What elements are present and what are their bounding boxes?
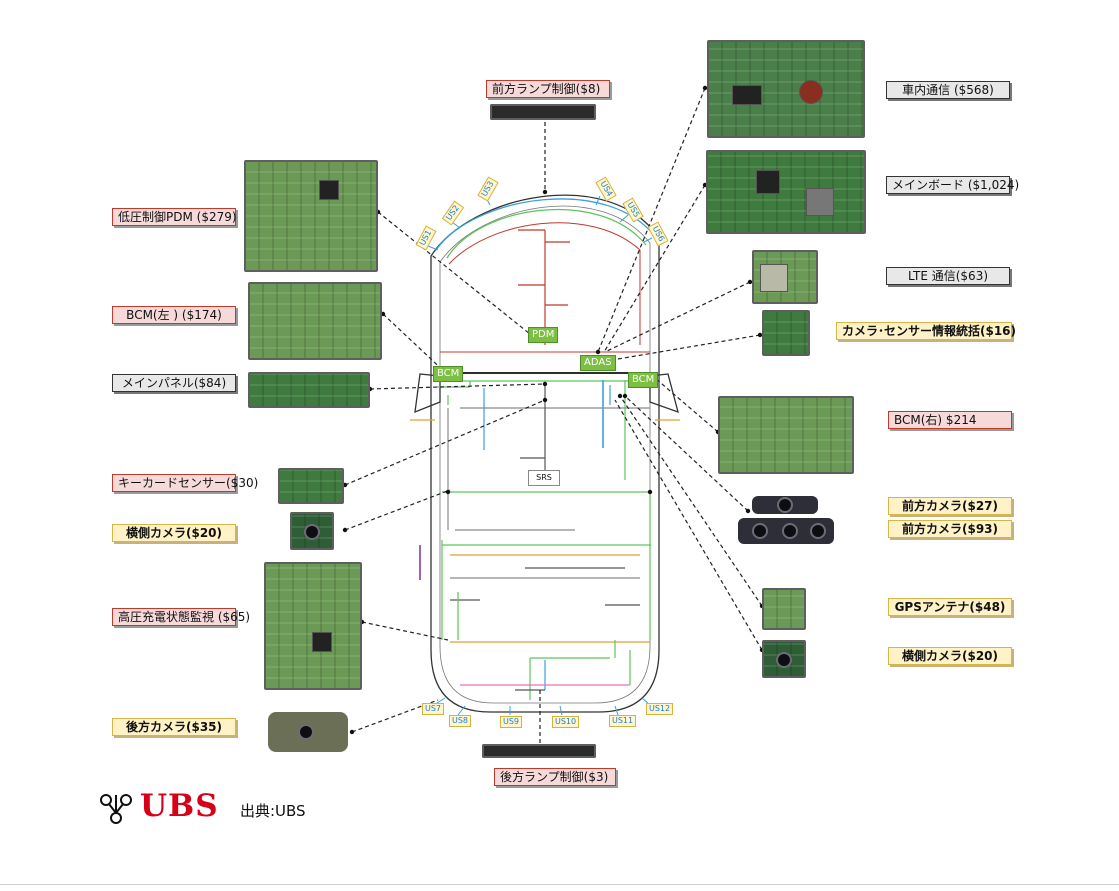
ubs-logo-text: UBS — [140, 788, 219, 824]
in-vehicle-comm-board-image — [707, 40, 865, 138]
bottom-divider — [0, 884, 1119, 885]
wire-harness — [410, 229, 680, 700]
camera-lens-icon — [304, 524, 320, 540]
front-lamp-module-image — [490, 104, 596, 120]
chip-icon — [799, 80, 823, 104]
camera-lens-icon — [810, 523, 826, 539]
vehicle-body-outline — [414, 194, 679, 713]
camera-sensor-fusion-board-image — [762, 310, 810, 356]
label-rear-camera: 後方カメラ($35) — [112, 718, 236, 736]
lte-module-image — [752, 250, 818, 304]
front-camera-1-image — [752, 496, 818, 514]
label-in-vehicle-comm: 車内通信 ($568) — [886, 81, 1010, 99]
leader-dots — [342, 85, 765, 735]
ecu-adas: ADAS — [580, 355, 616, 371]
label-gps-antenna: GPSアンテナ($48) — [888, 598, 1012, 616]
sensor-us10: US10 — [552, 716, 580, 728]
label-side-camera-right: 横側カメラ($20) — [888, 647, 1012, 665]
sensor-us7: US7 — [422, 703, 445, 715]
label-lte-comm: LTE 通信($63) — [886, 267, 1010, 285]
camera-lens-icon — [752, 523, 768, 539]
side-camera-left-image — [290, 512, 334, 550]
sensor-us9: US9 — [500, 716, 523, 728]
wire-front-arc-red — [448, 222, 641, 345]
camera-lens-icon — [298, 724, 314, 740]
sensor-stubs — [427, 195, 653, 716]
rear-camera-image — [268, 712, 348, 752]
key-card-sensor-image — [278, 468, 344, 504]
wire-front-arc-green — [446, 208, 647, 259]
label-front-camera-2: 前方カメラ($93) — [888, 520, 1012, 538]
low-voltage-pdm-board-image — [244, 160, 378, 272]
ecu-bcm-right: BCM — [628, 372, 659, 388]
ubs-keys-logo-icon — [100, 794, 132, 824]
chip-icon — [312, 632, 332, 652]
leader-lines — [344, 87, 763, 745]
sensor-us12: US12 — [646, 703, 674, 715]
label-hv-charge-monitor: 高圧充電状態監視 ($65) — [112, 608, 250, 626]
ecu-srs: SRS — [528, 470, 560, 486]
gps-antenna-image — [762, 588, 806, 630]
main-panel-board-image — [248, 372, 370, 408]
label-side-camera-left: 横側カメラ($20) — [112, 524, 236, 542]
label-rear-lamp-control: 後方ランプ制御($3) — [494, 768, 616, 786]
chip-icon — [319, 180, 339, 200]
camera-lens-icon — [782, 523, 798, 539]
source-caption: 出典:UBS — [240, 802, 306, 820]
camera-lens-icon — [777, 497, 793, 513]
chip-icon — [760, 264, 788, 292]
chip-icon — [756, 170, 780, 194]
label-bcm-left: BCM(左 ) ($174) — [112, 306, 236, 324]
rear-lamp-module-image — [482, 744, 596, 758]
main-board-image — [706, 150, 866, 234]
sensor-us8: US8 — [449, 715, 472, 727]
sensor-us11: US11 — [609, 715, 637, 727]
ecu-pdm: PDM — [528, 327, 559, 343]
label-front-lamp-control: 前方ランプ制御($8) — [486, 80, 610, 98]
bcm-left-board-image — [248, 282, 382, 360]
chip-icon — [806, 188, 834, 216]
label-main-panel: メインパネル($84) — [112, 374, 236, 392]
camera-lens-icon — [776, 652, 792, 668]
side-camera-right-image — [762, 640, 806, 678]
label-main-board: メインボード ($1,024) — [886, 176, 1019, 194]
label-bcm-right: BCM(右) $214 — [888, 411, 1012, 429]
chip-icon — [732, 85, 762, 105]
ecu-bcm-left: BCM — [433, 366, 464, 382]
hv-charge-monitor-board-image — [264, 562, 362, 690]
label-front-camera-1: 前方カメラ($27) — [888, 497, 1012, 515]
bcm-right-board-image — [718, 396, 854, 474]
label-low-voltage-pdm: 低圧制御PDM ($279) — [112, 208, 237, 226]
front-camera-2-image — [738, 518, 834, 544]
label-key-card-sensor: キーカードセンサー($30) — [112, 474, 258, 492]
label-camera-sensor-fusion: カメラ･センサー情報統括($16) — [836, 322, 1016, 340]
